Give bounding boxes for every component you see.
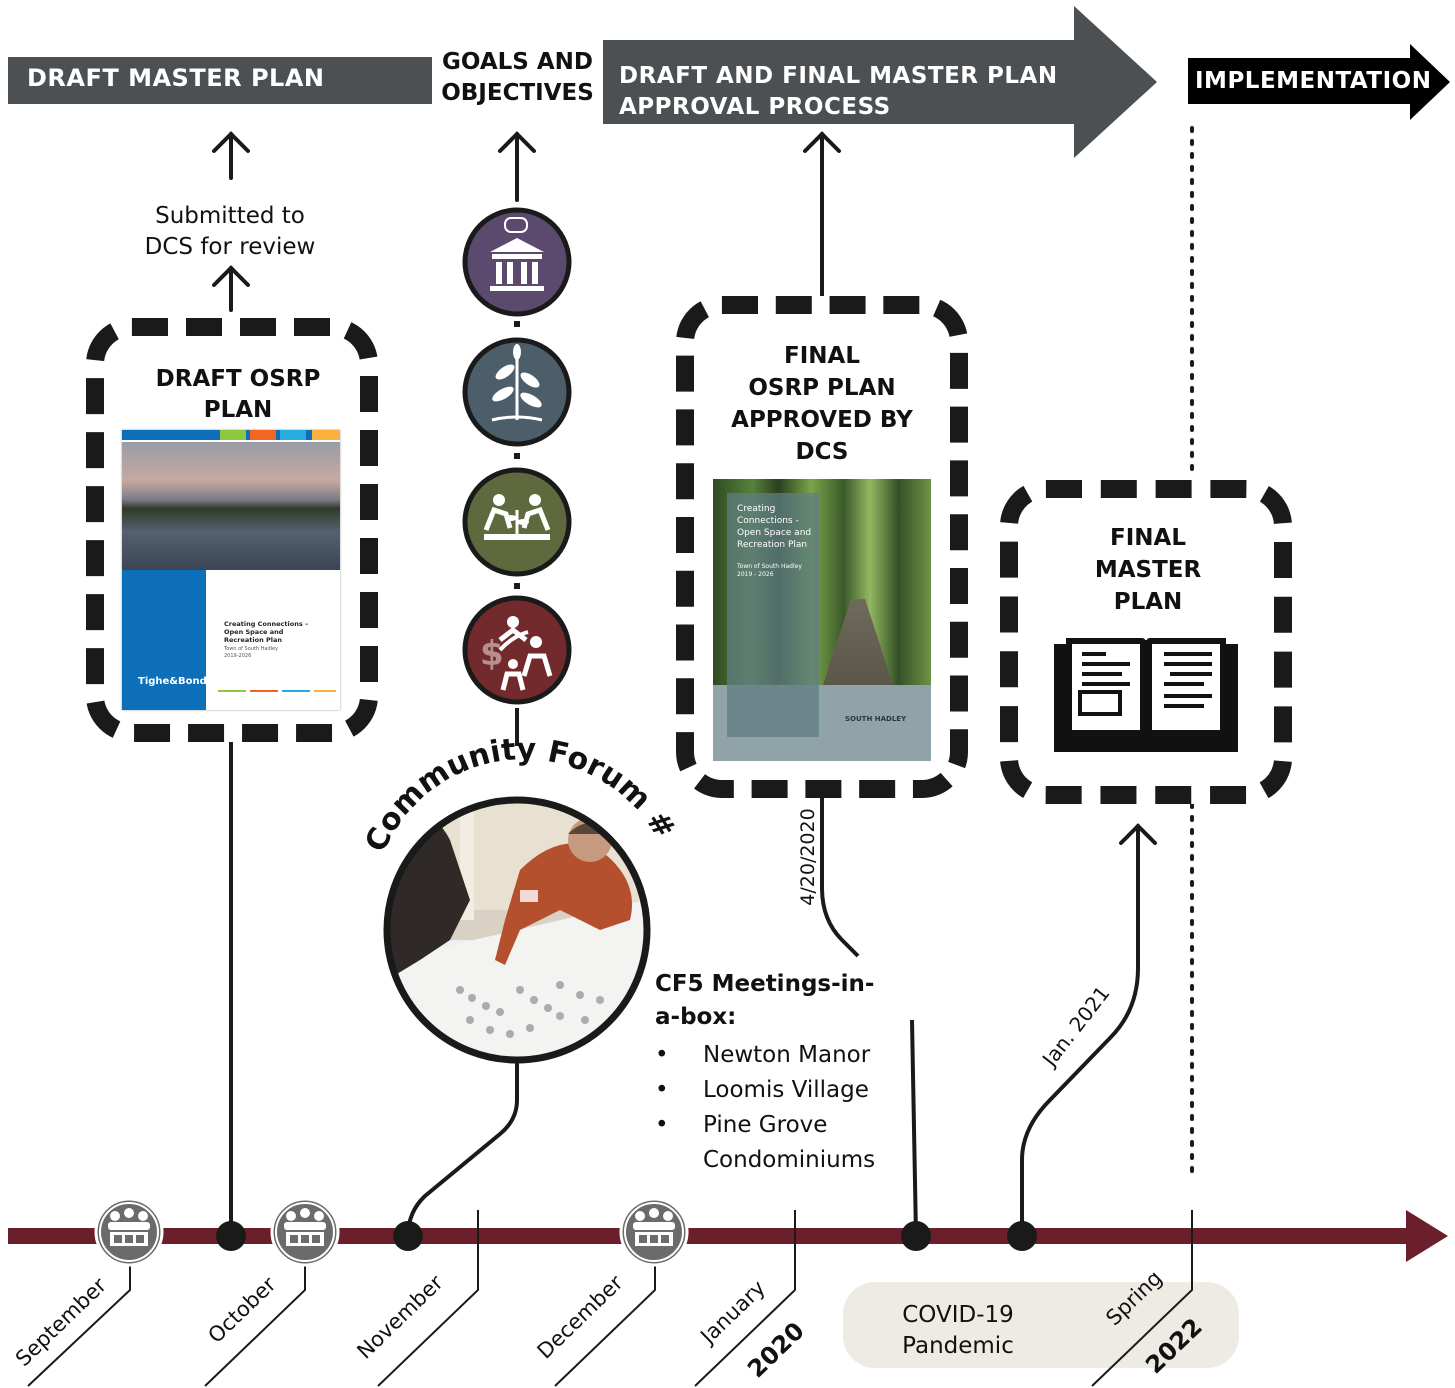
timeline-dot [216,1221,246,1251]
draft-osrp-cover: Tighe&Bond Creating Connections – Open S… [122,430,340,710]
final-osrp-title: FINAL OSRP PLAN APPROVED BY DCS [731,343,913,465]
meetings-in-a-box-title: CF5 Meetings-in- a-box: [655,971,875,1030]
draft-cover-subtitle: Town of South Hadley 2019-2026 [224,646,279,659]
timeline-dot [901,1221,931,1251]
meeting-icon [94,1197,164,1267]
phase-goals-objectives: GOALS AND OBJECTIVES [441,49,594,106]
draft-osrp-title: DRAFT OSRP PLAN [155,366,321,423]
economic-family-icon: $ [462,595,572,705]
timeline-dot [393,1221,423,1251]
government-building-icon [462,207,572,317]
phase-draft-final-approval: DRAFT AND FINAL MASTER PLAN APPROVAL PRO… [619,63,1058,120]
meetings-in-a-box-list: •Newton Manor •Loomis Village •Pine Grov… [655,1038,875,1178]
open-book-icon [1054,638,1238,752]
connector-line [1020,900,1140,1236]
list-item: •Loomis Village [655,1077,869,1103]
meeting-icon [270,1197,340,1267]
submitted-note: Submitted to DCS for review [144,203,316,260]
meeting-icon [619,1197,689,1267]
list-item: •Pine Grove [655,1112,828,1138]
final-master-plan-title: FINAL MASTER PLAN [1094,525,1202,615]
plant-sprout-icon [462,337,572,447]
covid-box [843,1282,1239,1368]
phase-implementation: IMPLEMENTATION [1195,68,1432,94]
timeline-bar [8,1228,1408,1244]
phase-draft-master-plan: DRAFT MASTER PLAN [27,64,325,92]
final-osrp-cover: Creating Connections - Open Space and Re… [713,479,931,761]
approval-process-arrow [603,6,1157,158]
implementation-arrow [1188,44,1450,120]
covid-label: COVID-19 Pandemic [902,1302,1014,1359]
month-tick [1091,1210,1193,1387]
timeline-arrowhead [1406,1210,1448,1262]
timeline-dot [1007,1221,1037,1251]
month-tick [377,1210,479,1387]
community-garden-icon [462,467,572,577]
month-tick [694,1210,796,1387]
list-item: •Newton Manor [655,1042,871,1068]
final-osrp-date: 4/20/2020 [797,808,819,906]
community-forum-photo [387,800,647,1060]
list-item: Condominiums [703,1147,876,1173]
connector-line [910,1019,918,1237]
south-hadley-logo: SOUTH HADLEY [845,715,907,723]
tighe-bond-logo: Tighe&Bond [138,676,207,687]
final-cover-subtitle: Town of South Hadley 2019 - 2026 [737,563,802,578]
lake-photo [122,442,340,570]
draft-master-plan-bar [8,57,432,104]
connector-line [820,798,860,958]
up-arrow-icon [212,131,1157,902]
draft-cover-title: Creating Connections – Open Space and Re… [224,620,309,644]
connector-line [406,1062,519,1237]
svg-text:$: $ [480,634,504,674]
final-cover-title: Creating Connections - Open Space and Re… [737,504,812,550]
